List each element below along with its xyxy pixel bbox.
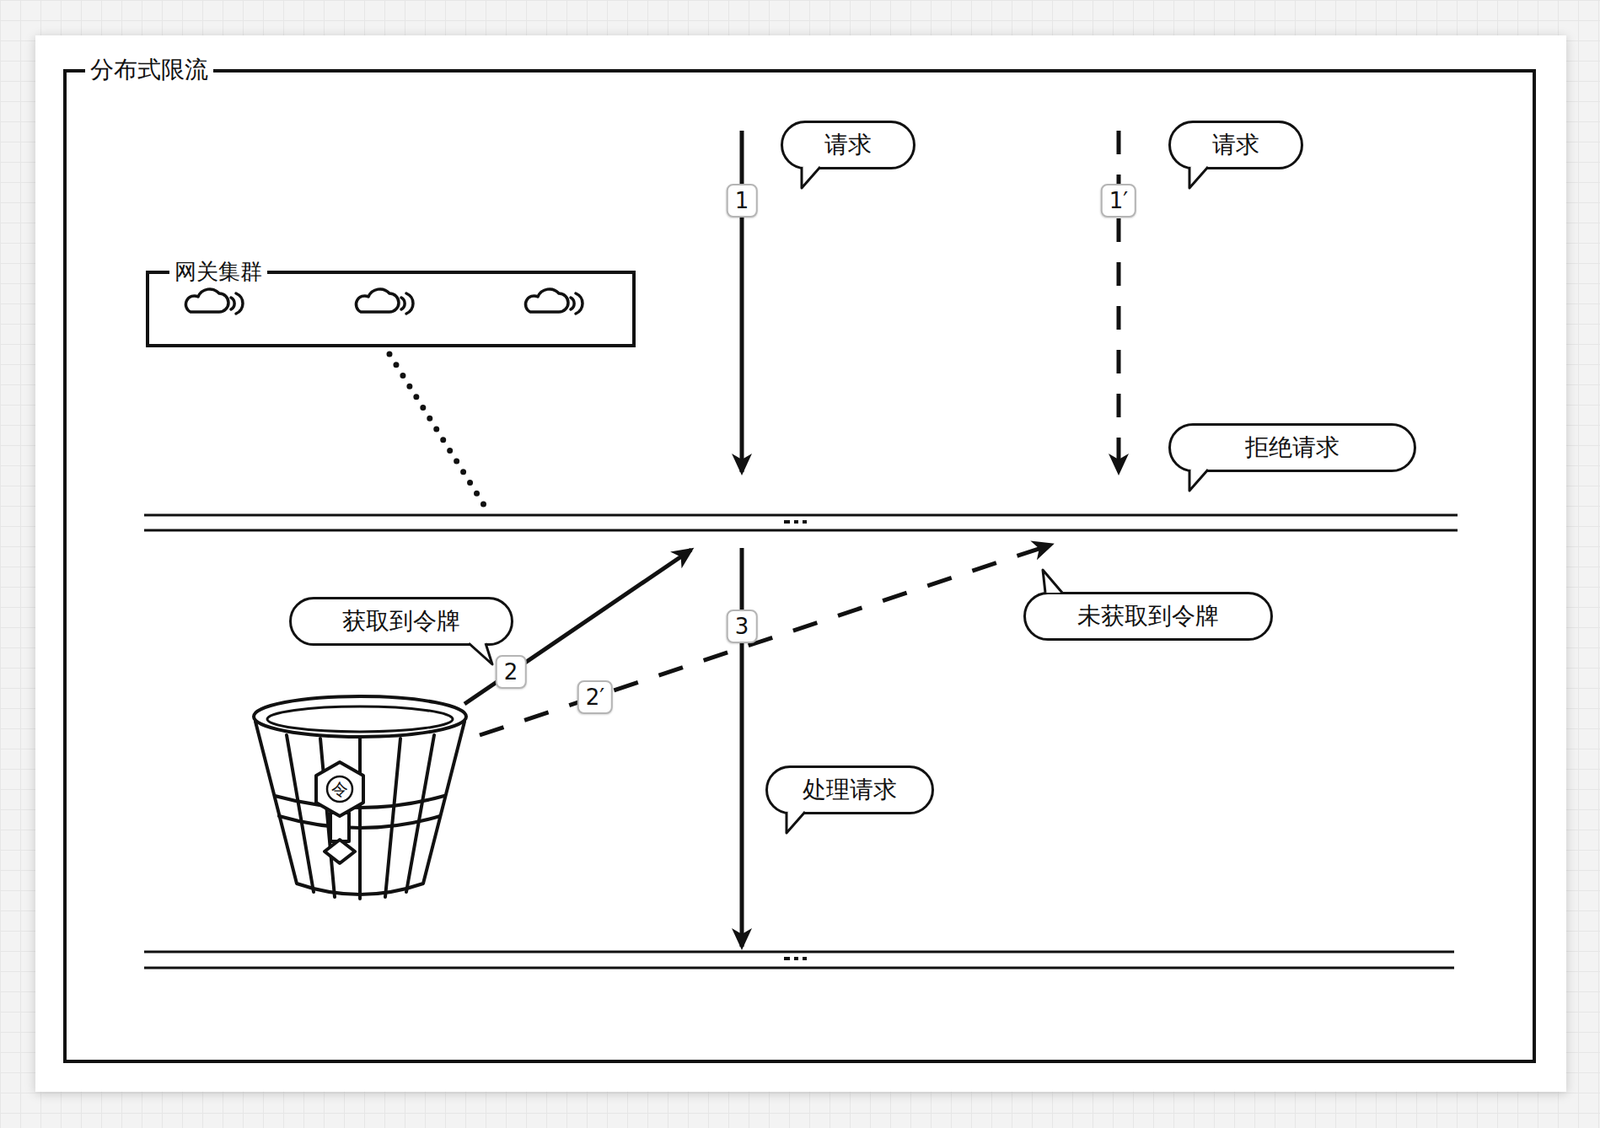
speech-bubble: 未获取到令牌 (1023, 591, 1273, 641)
callout-number: 2′ (577, 680, 613, 715)
canvas-card (35, 35, 1567, 1092)
cloud-icon (185, 289, 243, 314)
callout-number: 2 (495, 655, 527, 689)
callout-text: 请求 (824, 129, 872, 161)
dotted-leader (389, 354, 486, 508)
boundary-line (144, 515, 1458, 531)
boundary-line (144, 951, 1455, 968)
callout-tail (1184, 468, 1219, 494)
speech-bubble: 获取到令牌 (289, 596, 514, 646)
token-bucket (253, 696, 467, 899)
speech-bubble: 处理请求 (765, 765, 935, 815)
callout-tail (1184, 166, 1219, 192)
callout-tail (781, 810, 816, 837)
cloud-icon (355, 289, 414, 314)
speech-bubble: 请求 (1168, 120, 1304, 170)
cloud-icon (525, 289, 583, 314)
request-arrow (740, 130, 745, 473)
group-title: 网关集群 (169, 257, 268, 286)
callout-text: 请求 (1212, 129, 1260, 161)
callout-tail (1039, 569, 1074, 596)
callout-text: 处理请求 (802, 774, 897, 806)
callout-tail (796, 166, 831, 192)
gateway-group: 网关集群 (145, 270, 636, 348)
callout-text: 获取到令牌 (342, 606, 461, 637)
callout-number: 1 (726, 183, 758, 218)
token-arrow-dashed (479, 544, 1052, 736)
speech-bubble: 请求 (780, 120, 916, 170)
request-arrow-dashed (1116, 130, 1122, 473)
callout-tail (465, 642, 500, 668)
speech-bubble: 拒绝请求 (1168, 423, 1417, 473)
outer-frame: 分布式限流请求请求网关集群拒绝请求获取到令牌未获取到令牌处理请求 (63, 69, 1536, 1064)
group-title: 分布式限流 (85, 54, 214, 86)
badge-glyph: 令 (331, 779, 349, 799)
callout-number: 3 (726, 609, 758, 644)
callout-number: 1′ (1100, 183, 1137, 218)
process-arrow (740, 547, 745, 947)
callout-text: 未获取到令牌 (1077, 601, 1219, 632)
callout-text: 拒绝请求 (1245, 432, 1340, 463)
